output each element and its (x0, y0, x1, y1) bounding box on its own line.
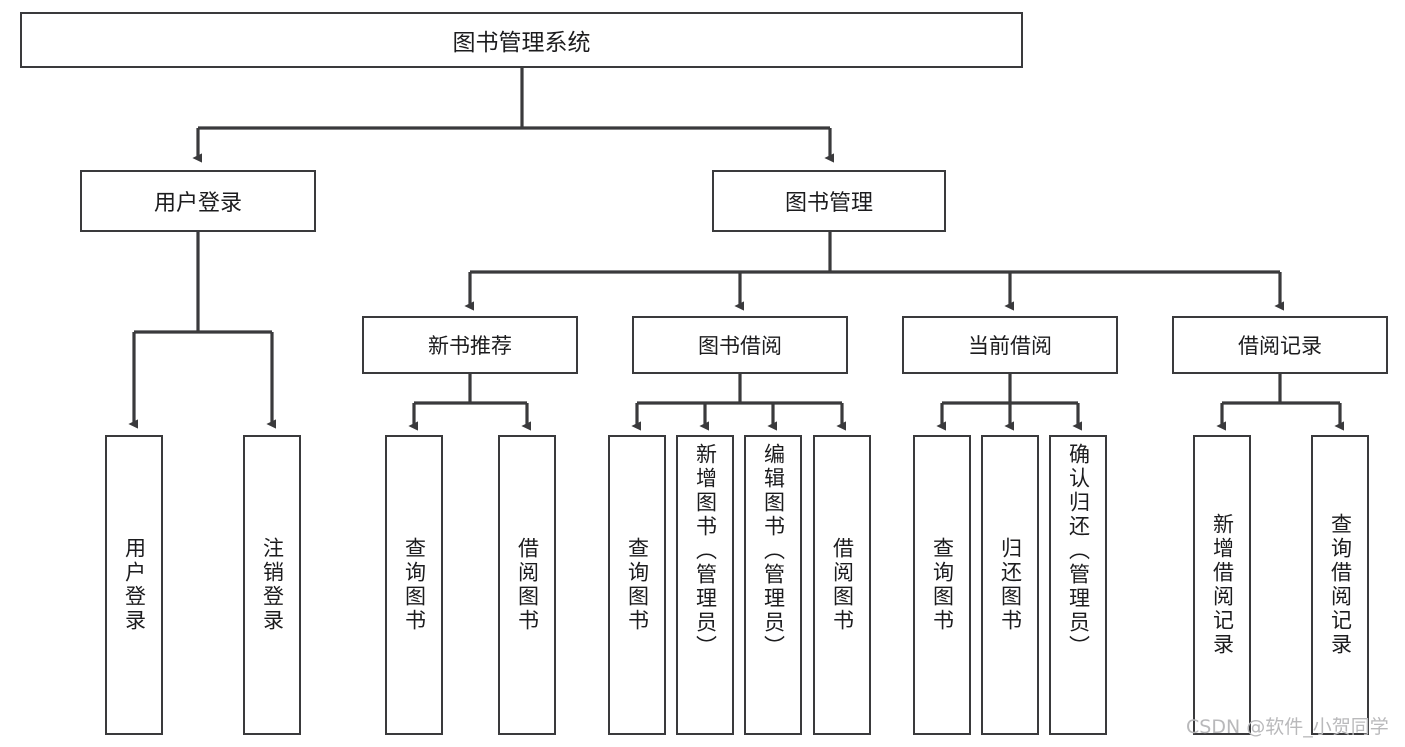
user-login-to-leaves-connectors (128, 232, 276, 429)
node-leaf-logout-login[interactable]: 注销登录 (243, 435, 301, 735)
node-label: 确认归还（管理员） (1066, 443, 1091, 659)
node-leaf-borrow-book-1[interactable]: 借阅图书 (498, 435, 556, 735)
node-leaf-user-login[interactable]: 用户登录 (105, 435, 163, 735)
node-label: 借阅记录 (1238, 334, 1322, 358)
node-label: 新增借阅记录 (1210, 513, 1235, 657)
root-to-level2-connectors (192, 68, 834, 163)
current-borrow-to-leaves-connectors (936, 374, 1082, 431)
node-root-library-management-system[interactable]: 图书管理系统 (20, 12, 1023, 68)
node-label: 当前借阅 (968, 334, 1052, 358)
node-label: 新增图书（管理员） (693, 443, 718, 659)
node-leaf-query-record[interactable]: 查询借阅记录 (1311, 435, 1369, 735)
node-label: 查询借阅记录 (1328, 513, 1353, 657)
node-label: 借阅图书 (515, 537, 540, 633)
node-label: 新书推荐 (428, 334, 512, 358)
node-leaf-add-book[interactable]: 新增图书（管理员） (676, 435, 734, 735)
borrow-record-to-leaves-connectors (1216, 374, 1344, 431)
node-book-borrow[interactable]: 图书借阅 (632, 316, 848, 374)
node-leaf-query-book-1[interactable]: 查询图书 (385, 435, 443, 735)
book-manage-to-level3-connectors (464, 232, 1284, 311)
node-leaf-edit-book[interactable]: 编辑图书（管理员） (744, 435, 802, 735)
node-label: 归还图书 (998, 537, 1023, 633)
node-current-borrow[interactable]: 当前借阅 (902, 316, 1118, 374)
node-label: 图书管理 (784, 191, 873, 216)
new-book-recommend-to-leaves-connectors (408, 374, 531, 431)
node-label: 用户登录 (153, 191, 242, 216)
node-label: 图书借阅 (698, 334, 782, 358)
node-label: 借阅图书 (830, 537, 855, 633)
node-borrow-record[interactable]: 借阅记录 (1172, 316, 1388, 374)
node-leaf-return-book[interactable]: 归还图书 (981, 435, 1039, 735)
node-label: 图书管理系统 (452, 30, 591, 56)
node-label: 用户登录 (122, 537, 147, 633)
node-label: 编辑图书（管理员） (761, 443, 786, 659)
node-label: 查询图书 (625, 537, 650, 633)
node-leaf-query-book-2[interactable]: 查询图书 (608, 435, 666, 735)
node-leaf-borrow-book-2[interactable]: 借阅图书 (813, 435, 871, 735)
node-leaf-add-record[interactable]: 新增借阅记录 (1193, 435, 1251, 735)
node-label: 查询图书 (402, 537, 427, 633)
csdn-watermark: CSDN @软件_小贺同学 (1186, 716, 1389, 738)
node-new-book-recommend[interactable]: 新书推荐 (362, 316, 578, 374)
node-leaf-query-book-3[interactable]: 查询图书 (913, 435, 971, 735)
book-borrow-to-leaves-connectors (631, 374, 846, 431)
node-label: 注销登录 (260, 537, 285, 633)
node-book-manage[interactable]: 图书管理 (712, 170, 946, 232)
node-leaf-confirm-return[interactable]: 确认归还（管理员） (1049, 435, 1107, 735)
node-label: 查询图书 (930, 537, 955, 633)
node-user-login[interactable]: 用户登录 (80, 170, 316, 232)
